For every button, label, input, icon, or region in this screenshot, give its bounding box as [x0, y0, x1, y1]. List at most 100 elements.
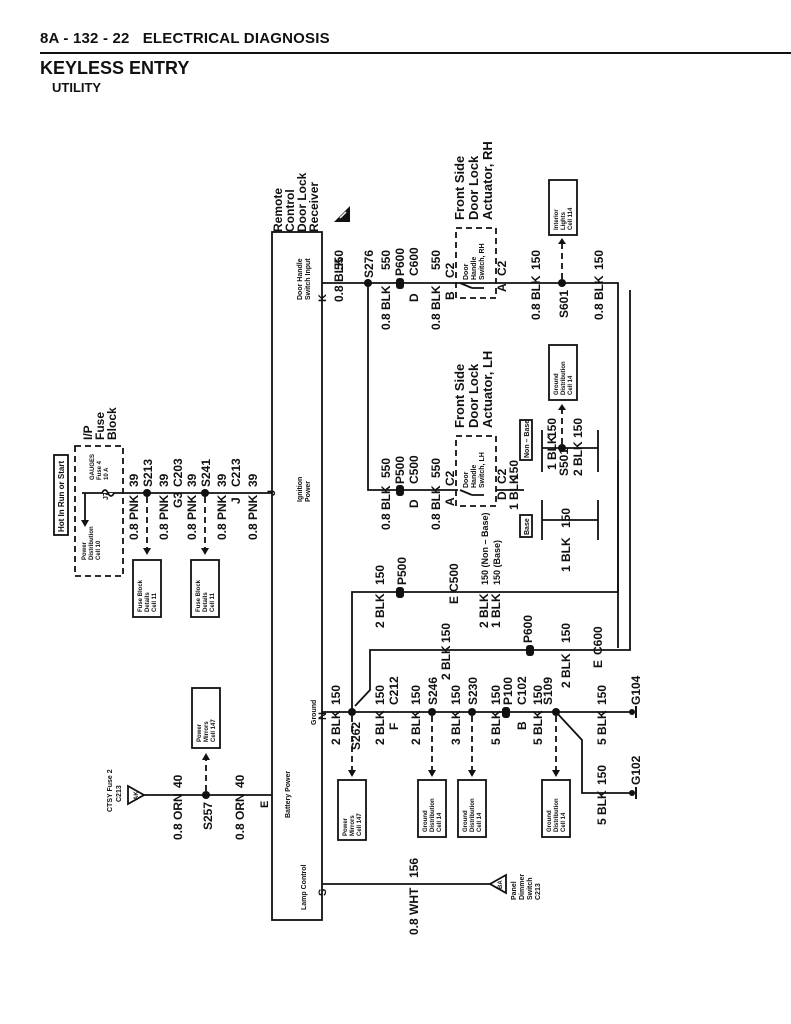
pin-label-door-handle: Door Handle Switch Input — [297, 258, 312, 300]
circuit-label: 150 — [545, 418, 559, 438]
splice-label: S501 — [557, 448, 571, 476]
receiver-box — [271, 231, 323, 921]
g102-wire — [555, 711, 632, 794]
splice-s230 — [468, 708, 476, 716]
hot-in-run-label: Hot In Run or Start — [57, 461, 66, 532]
svg-text:Fuse Block: Fuse Block — [196, 579, 202, 612]
switch-lh-label: Door Handle Switch, LH — [463, 452, 486, 488]
svg-text:Ground: Ground — [554, 373, 560, 395]
switch-lh-contact — [459, 489, 484, 496]
ref-box-interior-lights — [548, 179, 578, 236]
source-tag: AK — [134, 791, 140, 800]
svg-text:Door Lock: Door Lock — [295, 172, 309, 232]
wire-label: 0.8 BLK — [429, 485, 443, 530]
ref-box-interior-lights-text: Interior Lights Cell 114 — [554, 207, 574, 230]
wire-label: 0.8 PNK — [215, 494, 229, 540]
actuator-lh-title: Front Side Door Lock Actuator, LH — [452, 351, 495, 428]
circuit-label: 40 — [233, 774, 247, 788]
arrow-icon — [81, 520, 89, 527]
svg-text:Cell 10: Cell 10 — [96, 540, 102, 560]
grommet-label: P600 — [393, 248, 407, 276]
wire-label: 2 BLK — [329, 710, 343, 745]
ref-box-ground-dist-s109 — [541, 779, 571, 838]
svg-text:Cell 14: Cell 14 — [561, 812, 567, 832]
svg-text:Remote: Remote — [271, 188, 285, 232]
wire-label: 2 BLK — [409, 710, 423, 745]
ref-box-fuse-details-1-text: Fuse Block Details Cell 11 — [138, 579, 158, 612]
svg-text:Fuse 4: Fuse 4 — [97, 460, 103, 480]
pin-label-lamp: Lamp Control — [301, 864, 308, 910]
dimmer-switch-label: Panel Dimmer Switch C213 — [511, 874, 542, 900]
svg-text:Details: Details — [145, 592, 151, 612]
svg-text:Distribution: Distribution — [561, 361, 567, 395]
switch-rh-label: Door Handle Switch, RH — [463, 243, 486, 280]
wire-label: 2 BLK — [373, 593, 387, 628]
svg-text:Handle: Handle — [471, 465, 478, 488]
wire-label: 0.8 BLK — [379, 485, 393, 530]
svg-text:Cell 14: Cell 14 — [437, 812, 443, 832]
wire-label: 0.8 BLK — [529, 275, 543, 320]
circuit-label: 150 (Base) — [492, 540, 502, 585]
pin-label-ignition: Ignition Power — [297, 477, 312, 502]
conn-pin: B — [515, 721, 529, 730]
wire-label: 2 BLK — [373, 710, 387, 745]
grommet-p100 — [502, 707, 510, 718]
wire-label: 0.8 ORN — [171, 793, 185, 840]
circuit-label: 150 — [595, 765, 609, 785]
page-subtitle: UTILITY — [52, 80, 102, 95]
wire-label: 2 BLK — [477, 593, 491, 628]
ref-box-fuse-details-2-text: Fuse Block Details Cell 11 — [196, 579, 216, 612]
conn-pin: E — [447, 596, 461, 604]
grommet-p600-rh — [396, 278, 404, 289]
wire-label: 0.8 BLK — [592, 275, 606, 320]
page-header: 8A - 132 - 22 ELECTRICAL DIAGNOSIS — [40, 30, 330, 47]
circuit-label: 550 — [332, 250, 346, 270]
svg-text:Cell 14: Cell 14 — [477, 812, 483, 832]
svg-text:Control: Control — [283, 189, 297, 232]
svg-text:Cell 11: Cell 11 — [210, 592, 216, 612]
conn-label: C2 — [443, 262, 457, 278]
svg-text:Actuator, LH: Actuator, LH — [480, 351, 495, 428]
circuit-label: 150 — [531, 685, 545, 705]
splice-label: S601 — [557, 290, 571, 318]
svg-text:Lamp Control: Lamp Control — [301, 864, 308, 910]
conn-label: C600 — [407, 247, 421, 276]
svg-text:Fuse: Fuse — [93, 412, 107, 440]
circuit-label: 39 — [157, 473, 171, 487]
ref-box-ground-dist-s230-text: Ground Distribution Cell 14 — [463, 798, 483, 832]
arrow-icon — [348, 770, 356, 777]
conn-label: C600 — [591, 626, 605, 655]
conn-label: C212 — [387, 676, 401, 705]
wire-label: 1 BLK — [507, 475, 521, 510]
svg-text:Receiver: Receiver — [307, 182, 321, 232]
conn-pin: D — [495, 491, 509, 500]
arrow-icon — [552, 770, 560, 777]
svg-text:Dimmer: Dimmer — [519, 874, 526, 900]
wire-label: 2 BLK — [559, 653, 573, 688]
conn-label: C102 — [515, 676, 529, 705]
arrow-icon — [428, 770, 436, 777]
svg-text:Door Lock: Door Lock — [466, 155, 481, 220]
ref-box-power-mirrors-text: Power Mirrors Cell 147 — [343, 813, 363, 836]
section-title: ELECTRICAL DIAGNOSIS — [142, 30, 330, 47]
ref-box-power-mirrors-top-text: Power Mirrors Cell 147 — [197, 719, 217, 742]
conn-label: C213 — [229, 458, 243, 487]
ground-label: G102 — [629, 755, 643, 785]
header-divider — [40, 52, 791, 54]
tag-text: Base — [524, 518, 531, 535]
ref-box-ground-dist-s230 — [457, 779, 487, 838]
conn-pin: D — [407, 293, 421, 302]
splice-s246 — [428, 708, 436, 716]
arrow-icon — [558, 404, 566, 410]
pin-label-ground: Ground — [311, 700, 318, 725]
circuit-label: 150 — [571, 418, 585, 438]
wire-label: 0.8 PNK — [157, 494, 171, 540]
svg-text:Power: Power — [197, 723, 203, 742]
splice-s257 — [202, 791, 210, 799]
circuit-label: 550 — [429, 250, 443, 270]
conn-label: C2 — [495, 468, 509, 484]
svg-text:Door Handle: Door Handle — [297, 258, 304, 300]
dest-tag: BA — [498, 880, 504, 889]
svg-text:Front Side: Front Side — [452, 364, 467, 428]
svg-text:Cell 11: Cell 11 — [152, 592, 158, 612]
